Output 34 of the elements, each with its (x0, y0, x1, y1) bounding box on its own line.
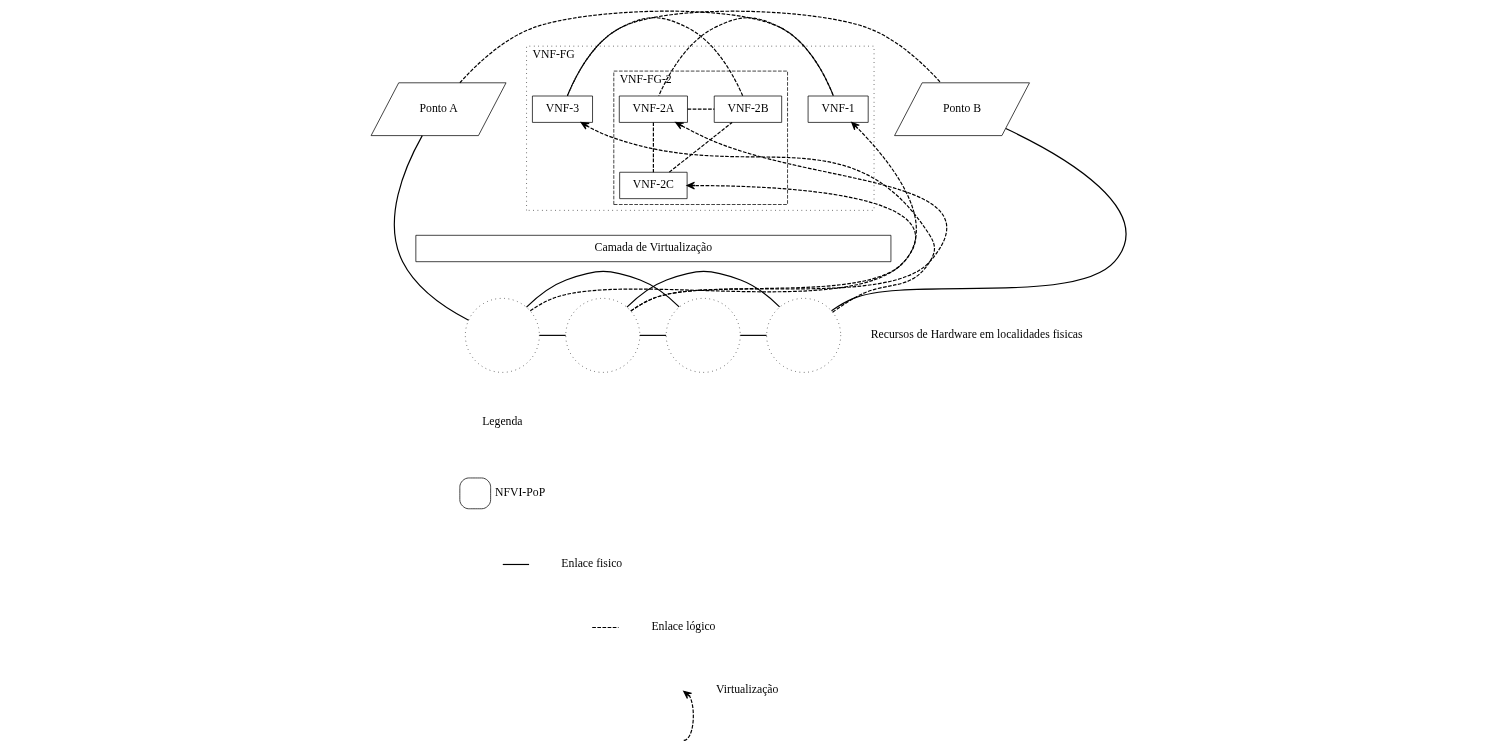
arrow (580, 121, 936, 313)
node-circle (565, 298, 641, 373)
connector (658, 17, 834, 97)
node-circle (464, 298, 540, 373)
node-box: VNF-1 (807, 95, 869, 123)
arrow (630, 181, 916, 312)
node-box: VNF-2C (619, 171, 688, 199)
connector (566, 10, 942, 97)
connector (459, 10, 834, 97)
legend-label: NFVI-PoP (495, 486, 546, 500)
legend-label: Enlace fisico (561, 557, 623, 571)
node-circle (665, 298, 741, 373)
node-circle (766, 298, 842, 373)
connector (668, 121, 733, 173)
arrow (630, 121, 948, 312)
connector (393, 135, 470, 321)
connector (686, 108, 715, 110)
connector (626, 270, 781, 308)
node-box: Camada de Virtualização (415, 234, 892, 263)
connector (739, 334, 768, 336)
node-box: VNF-2B (713, 95, 783, 123)
legend-label: Enlace lógico (651, 620, 716, 634)
connector (652, 122, 654, 173)
node-box: VNF-3 (532, 95, 593, 123)
legend-label: Virtualização (716, 683, 779, 697)
connector (525, 270, 680, 308)
label: Recursos de Hardware em localidades fisicas (870, 328, 1083, 342)
connector (538, 334, 567, 336)
label: Legenda (482, 415, 523, 429)
connector (830, 128, 1127, 312)
node-box: VNF-2A (618, 95, 688, 123)
connector (639, 334, 667, 336)
connector (566, 17, 744, 97)
arrow (529, 121, 917, 312)
